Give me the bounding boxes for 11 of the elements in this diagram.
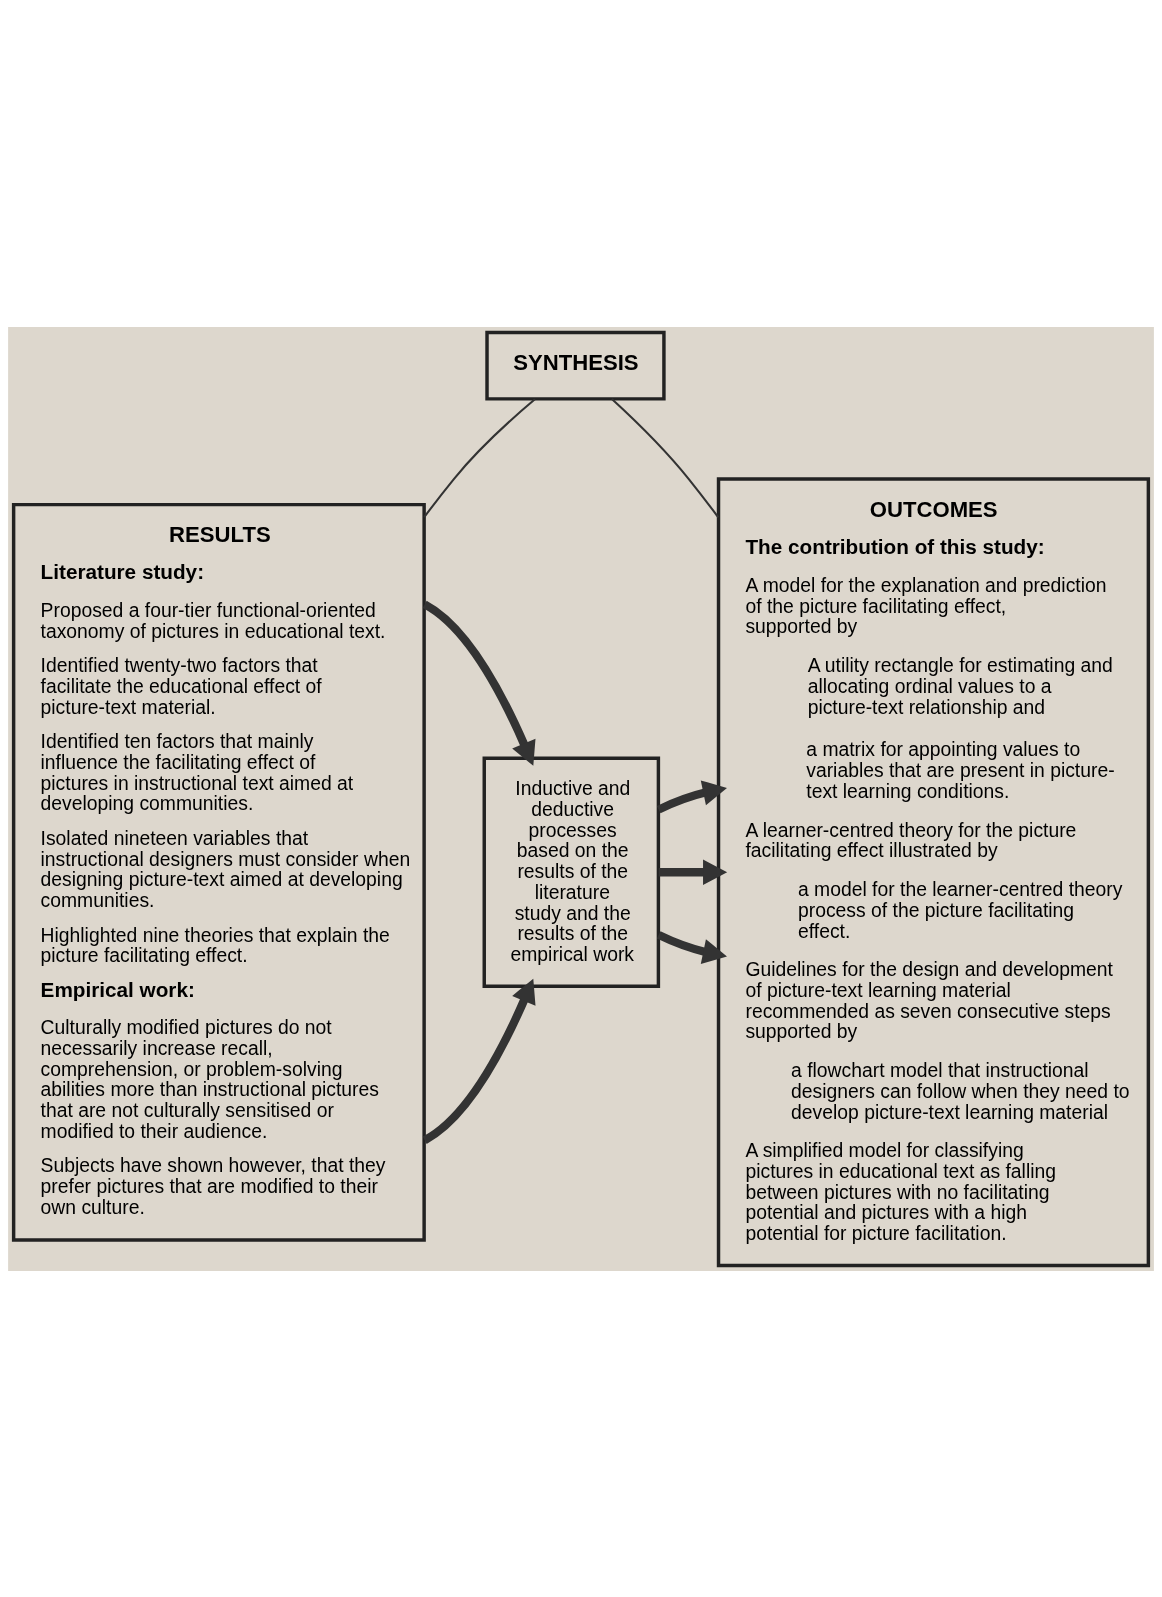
node-box: Inductive and deductive processes based on the results of the literature study and the results of the empirical work — [482, 756, 661, 988]
arrow — [422, 600, 536, 766]
connector — [423, 398, 536, 518]
node-box: RESULTS Literature study: Proposed a four-tier functional-oriented taxonomy of pictures in educational text. Identified twenty-two factors that facilitate the educational effect of picture-text material. Identified ten factors that mainly influence the facilitating effect of pictures in instructional text aimed at developing communities. Isolated nineteen variables that instructional designers must consider when designing picture-text aimed at developing communities. Highlighted nine theories that explain the picture facilitating effect. Empirical work: Culturally modified pictures do not necessarily increase recall, comprehension, or problem-solving abilities more than instructional pictures that are not culturally sensitised or modified to their audience. Subjects have shown however, that they prefer pictures that are modified to their own culture. — [11, 502, 426, 1242]
node-box: SYNTHESIS — [485, 330, 666, 401]
connector — [611, 397, 720, 518]
node-box: OUTCOMES The contribution of this study: A model for the explanation and prediction of the picture facilitating effect, supported by A utility rectangle for estimating and allocating ordinal values to a picture-text relationship and a matrix for appointing values to variables that are present in picture-text learning conditions. A learner-centred theory for the picture facilitating effect illustrated by a model for the learner-centred theory process of the picture facilitating effect. Guidelines for the design and development of picture-text learning material recommended as seven consecutive steps supported by a flowchart model that instructional designers can follow when they need to develop picture-text learning material A simplified model for classifying pictures in educational text as falling between pictures with no facilitating potential and pictures with a high potential for picture facilitation. — [716, 476, 1151, 1267]
arrow — [656, 779, 727, 813]
arrow — [658, 859, 728, 885]
arrow — [656, 930, 727, 964]
arrow — [422, 978, 536, 1144]
